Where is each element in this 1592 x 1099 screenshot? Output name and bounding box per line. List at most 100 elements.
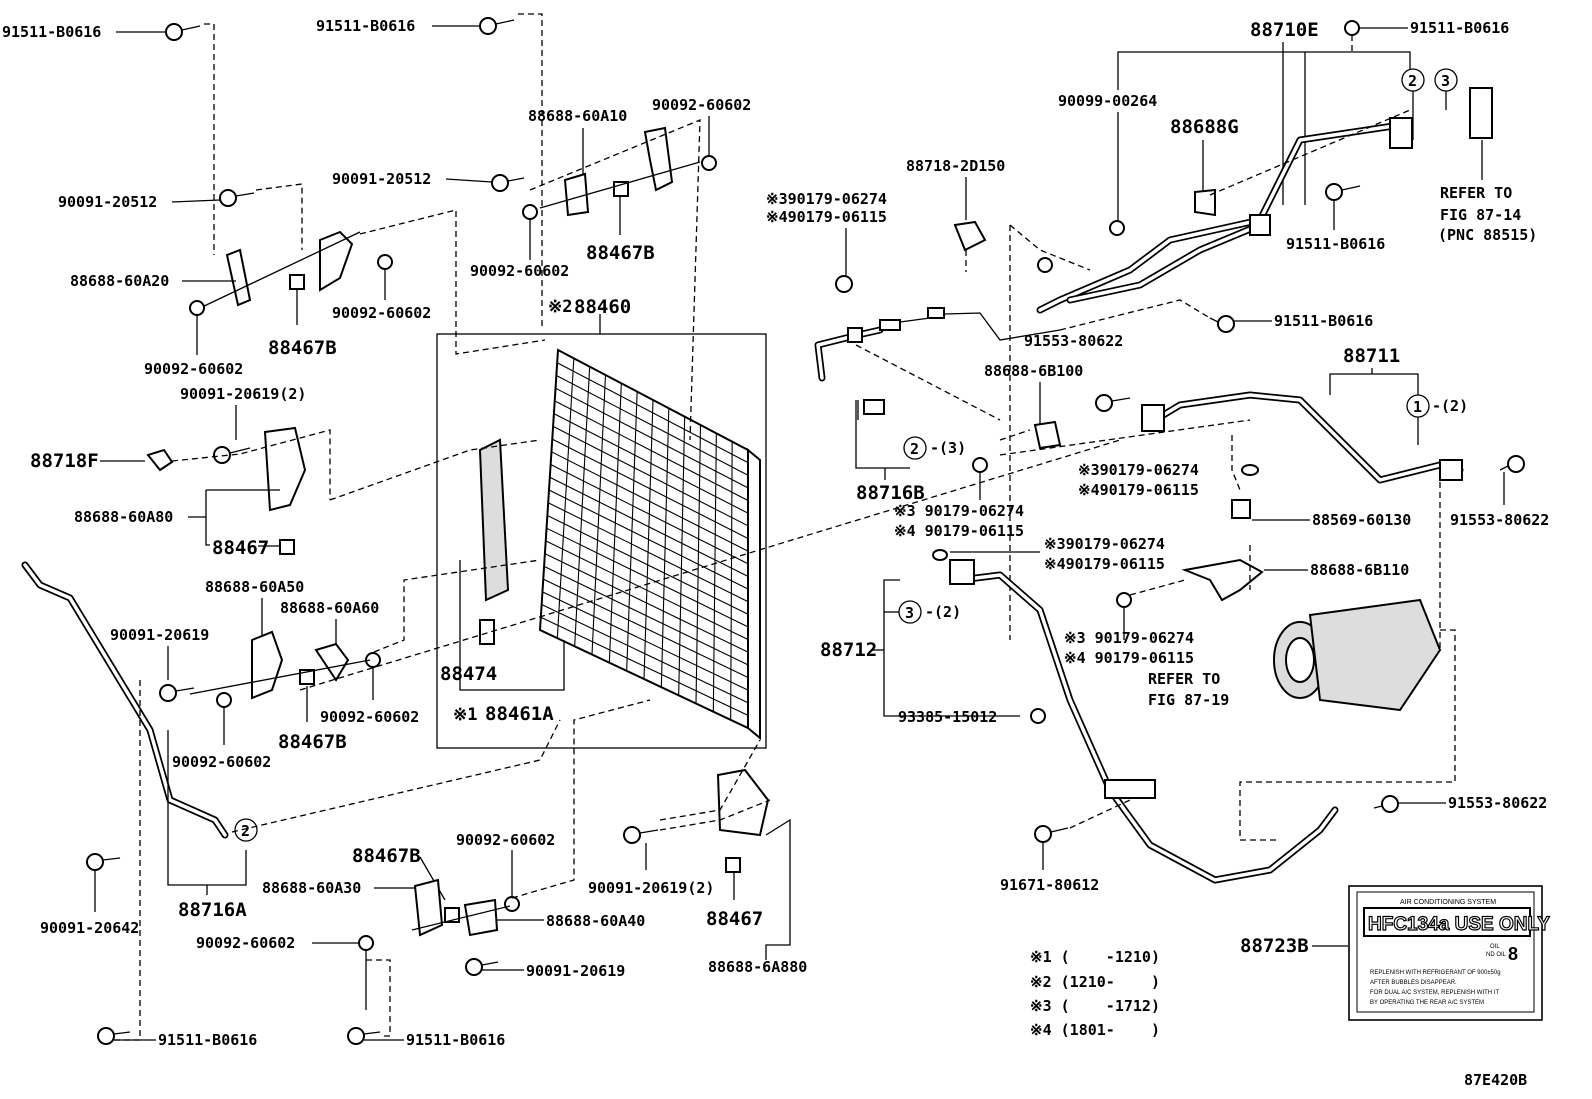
bolt-icon xyxy=(86,853,121,871)
part-90099-00264[interactable]: 90099-00264 xyxy=(1058,92,1157,110)
part-88688-60A50[interactable]: 88688-60A50 xyxy=(205,578,304,596)
part-91553-80622-b[interactable]: 91553-80622 xyxy=(1450,511,1549,529)
part-88688-60A80[interactable]: 88688-60A80 xyxy=(74,508,173,526)
part-90091-20619-2-a[interactable]: 90091-20619(2) xyxy=(180,385,306,403)
modulator-part-number[interactable]: 88461A xyxy=(485,703,554,725)
bracket-icon xyxy=(251,630,284,700)
part-88569-60130[interactable]: 88569-60130 xyxy=(1312,511,1411,529)
part-88688-6B110[interactable]: 88688-6B110 xyxy=(1310,561,1409,579)
part-90092-60602-b[interactable]: 90092-60602 xyxy=(470,262,569,280)
part-88716A[interactable]: 88716A xyxy=(178,899,247,921)
nut-icon xyxy=(358,935,374,951)
part-90092-60602-f[interactable]: 90092-60602 xyxy=(320,708,419,726)
part-90091-20642[interactable]: 90091-20642 xyxy=(40,919,139,937)
part-91511-B0616-e[interactable]: 91511-B0616 xyxy=(1410,19,1509,37)
part-93385-15012[interactable]: 93385-15012 xyxy=(898,708,997,726)
decal-title: HFC134a USE ONLY xyxy=(1368,914,1550,935)
part-91511-B0616-a[interactable]: 91511-B0616 xyxy=(2,23,101,41)
bolt-icon xyxy=(1030,708,1046,724)
oring-j[interactable]: ※4 90179-06115 xyxy=(1064,649,1194,667)
condenser-part-number[interactable]: 88460 xyxy=(574,296,631,318)
bolt-icon xyxy=(219,189,255,207)
part-88467B-b[interactable]: 88467B xyxy=(268,337,337,359)
oring-h[interactable]: ※490179-06115 xyxy=(1044,555,1165,573)
bracket-icon xyxy=(263,426,307,512)
ac-system-decal: AIR CONDITIONING SYSTEM HFC134a USE ONLY… xyxy=(1348,885,1551,1021)
part-88711[interactable]: 88711 xyxy=(1343,345,1400,367)
part-88688-60A20[interactable]: 88688-60A20 xyxy=(70,272,169,290)
part-91511-B0616-f[interactable]: 91511-B0616 xyxy=(1286,235,1385,253)
refer-87-19-b[interactable]: FIG 87-19 xyxy=(1148,691,1229,709)
oring-e[interactable]: ※390179-06274 xyxy=(1078,461,1199,479)
part-90091-20619-a[interactable]: 90091-20619 xyxy=(110,626,209,644)
refer-87-14-c: (PNC 88515) xyxy=(1438,226,1537,244)
part-88688-6B100[interactable]: 88688-6B100 xyxy=(984,362,1083,380)
part-88467-b[interactable]: 88467 xyxy=(706,908,763,930)
oring-g[interactable]: ※390179-06274 xyxy=(1044,535,1165,553)
oring-d[interactable]: ※4 90179-06115 xyxy=(894,522,1024,540)
plug-icon xyxy=(1109,220,1125,236)
part-90092-60602-h[interactable]: 90092-60602 xyxy=(196,934,295,952)
part-88467B-c[interactable]: 88467B xyxy=(278,731,347,753)
dryer-part-number[interactable]: 88474 xyxy=(440,663,497,685)
bracket-icon xyxy=(413,878,444,937)
oring-c[interactable]: ※3 90179-06274 xyxy=(894,502,1024,520)
part-88688G[interactable]: 88688G xyxy=(1170,116,1239,138)
qty-2b: -(2) xyxy=(925,603,961,621)
part-91671-80612[interactable]: 91671-80612 xyxy=(1000,876,1099,894)
part-88718F[interactable]: 88718F xyxy=(30,450,99,472)
hose-88712-icon xyxy=(956,571,1339,884)
part-90091-20619-b[interactable]: 90091-20619 xyxy=(526,962,625,980)
oring-f[interactable]: ※490179-06115 xyxy=(1078,481,1199,499)
part-88467B-d[interactable]: 88467B xyxy=(352,845,421,867)
fitting-icon xyxy=(863,399,885,415)
part-90091-20512-b[interactable]: 90091-20512 xyxy=(58,193,157,211)
oring-i[interactable]: ※3 90179-06274 xyxy=(1064,629,1194,647)
oring-icon xyxy=(932,549,948,561)
bolt-icon xyxy=(1344,20,1380,36)
part-88688-60A40[interactable]: 88688-60A40 xyxy=(546,912,645,930)
part-91511-B0616-d[interactable]: 91511-B0616 xyxy=(406,1031,505,1049)
bolt-icon xyxy=(479,17,515,35)
part-88688-60A30[interactable]: 88688-60A30 xyxy=(262,879,361,897)
part-88718-2D150[interactable]: 88718-2D150 xyxy=(906,157,1005,175)
part-91553-80622-c[interactable]: 91553-80622 xyxy=(1448,794,1547,812)
part-88467-a[interactable]: 88467 xyxy=(212,537,269,559)
part-91511-B0616-c[interactable]: 91511-B0616 xyxy=(158,1031,257,1049)
part-88467B-a[interactable]: 88467B xyxy=(586,242,655,264)
note-1: ※1 ( -1210) xyxy=(1030,948,1160,966)
circle-callout-2: 2 xyxy=(241,822,250,840)
circle-callout-2-icon xyxy=(903,436,927,460)
part-90091-20619-2-b[interactable]: 90091-20619(2) xyxy=(588,879,714,897)
oring-a[interactable]: ※390179-06274 xyxy=(766,190,887,208)
oring-b[interactable]: ※490179-06115 xyxy=(766,208,887,226)
part-88688-60A10[interactable]: 88688-60A10 xyxy=(528,107,627,125)
part-88688-6A880[interactable]: 88688-6A880 xyxy=(708,958,807,976)
bolt-icon xyxy=(1325,183,1361,201)
qty-3: -(3) xyxy=(930,439,966,457)
refer-87-19-a: REFER TO xyxy=(1148,670,1220,688)
part-90092-60602-d[interactable]: 90092-60602 xyxy=(144,360,243,378)
part-90092-60602-a[interactable]: 90092-60602 xyxy=(652,96,751,114)
part-91511-B0616-g[interactable]: 91511-B0616 xyxy=(1274,312,1373,330)
fitting-icon xyxy=(927,307,945,319)
part-91511-B0616-b[interactable]: 91511-B0616 xyxy=(316,17,415,35)
part-88712[interactable]: 88712 xyxy=(820,639,877,661)
part-88716B[interactable]: 88716B xyxy=(856,482,925,504)
part-88723B[interactable]: 88723B xyxy=(1240,935,1309,957)
bolt-icon xyxy=(1209,315,1235,333)
fitting-icon xyxy=(1104,779,1156,799)
cushion-icon xyxy=(725,857,741,873)
cushion-icon xyxy=(444,907,460,923)
bolt-icon xyxy=(1499,455,1525,473)
part-90092-60602-g[interactable]: 90092-60602 xyxy=(456,831,555,849)
part-88688-60A60[interactable]: 88688-60A60 xyxy=(280,599,379,617)
part-90091-20512-a[interactable]: 90091-20512 xyxy=(332,170,431,188)
part-88710E[interactable]: 88710E xyxy=(1250,19,1319,41)
part-90092-60602-c[interactable]: 90092-60602 xyxy=(332,304,431,322)
part-91553-80622-a[interactable]: 91553-80622 xyxy=(1024,332,1123,350)
part-90092-60602-e[interactable]: 90092-60602 xyxy=(172,753,271,771)
refer-87-14-b[interactable]: FIG 87-14 xyxy=(1440,206,1521,224)
fitting-icon xyxy=(1439,459,1463,481)
